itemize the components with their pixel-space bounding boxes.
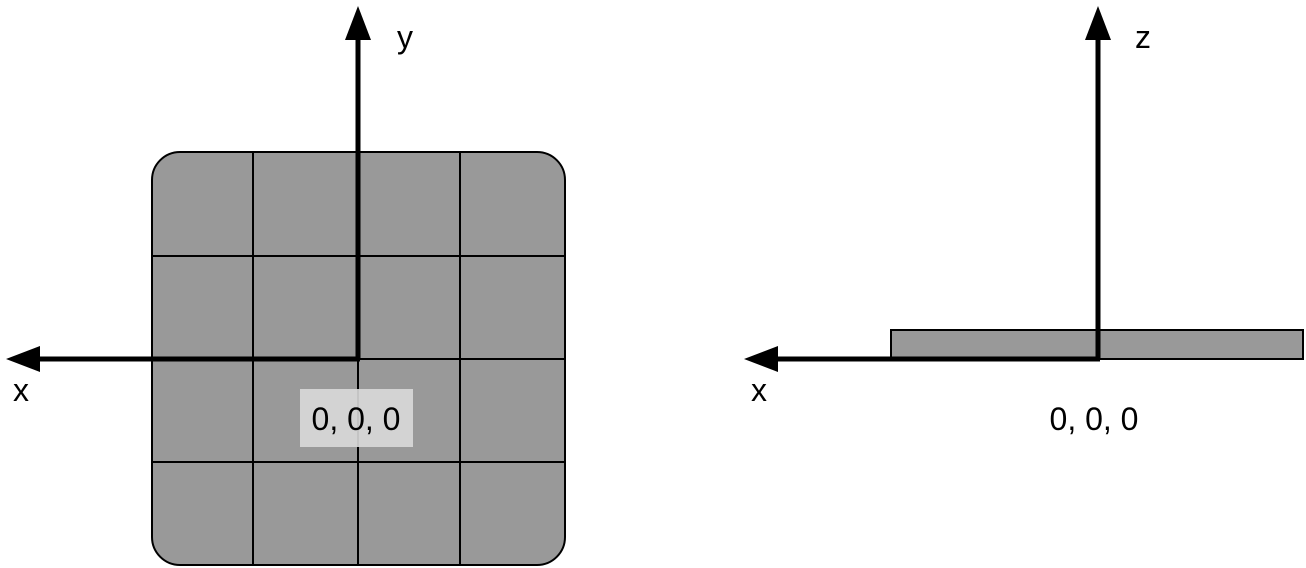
y-axis-label: y (397, 19, 413, 55)
z-axis-arrowhead (1085, 6, 1111, 40)
top-view: 0, 0, 0 y x (6, 6, 566, 566)
x-axis-arrowhead (6, 346, 40, 372)
origin-label-box (300, 389, 413, 447)
side-x-axis-arrowhead (744, 346, 778, 372)
y-axis-arrowhead (345, 6, 371, 40)
side-x-axis-label: x (751, 372, 767, 408)
side-view-origin-label: 0, 0, 0 (1050, 401, 1139, 437)
top-view-origin-label: 0, 0, 0 (312, 401, 401, 437)
side-view: z x 0, 0, 0 (744, 6, 1304, 437)
z-axis-label: z (1135, 19, 1151, 55)
x-axis-label: x (13, 372, 29, 408)
